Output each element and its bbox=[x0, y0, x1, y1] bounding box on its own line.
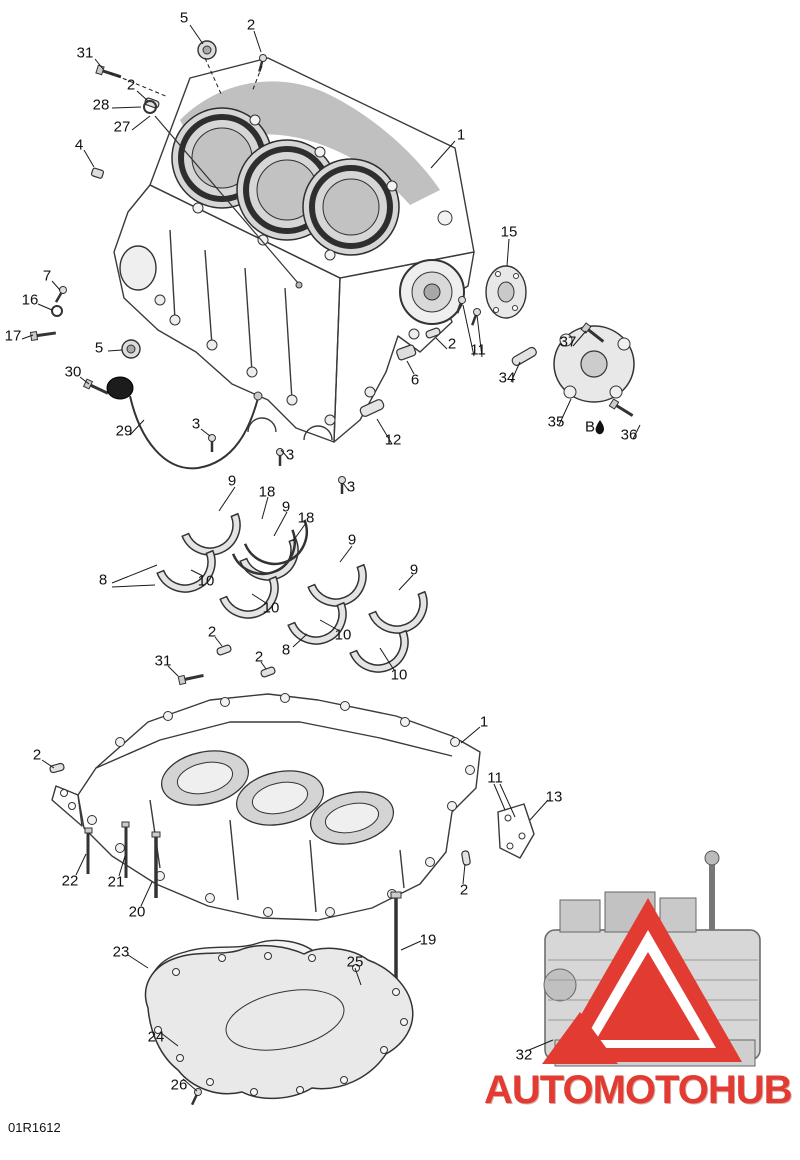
callout-18: 18 bbox=[258, 483, 276, 501]
callout-11: 11 bbox=[470, 341, 486, 359]
lower-hardware-art bbox=[48, 762, 535, 1004]
callout-8: 8 bbox=[98, 571, 108, 589]
callout-20: 20 bbox=[128, 903, 146, 921]
oil-pan-art bbox=[144, 939, 414, 1108]
sensor-part bbox=[106, 376, 134, 400]
leader-lines bbox=[21, 24, 641, 1092]
callout-31: 31 bbox=[76, 44, 94, 62]
callout-22: 22 bbox=[61, 872, 79, 890]
bearing-shells-art bbox=[156, 513, 437, 682]
callout-35: 35 bbox=[547, 413, 565, 431]
callout-31: 31 bbox=[154, 652, 172, 670]
callout-7: 7 bbox=[42, 267, 52, 285]
callout-17: 17 bbox=[4, 327, 22, 345]
callout-28: 28 bbox=[92, 96, 110, 114]
callout-18: 18 bbox=[297, 509, 315, 527]
callout-6: 6 bbox=[410, 371, 420, 389]
callout-1: 1 bbox=[479, 713, 489, 731]
lower-crankcase-art bbox=[51, 693, 481, 921]
callout-11: 11 bbox=[487, 769, 503, 787]
callout-29: 29 bbox=[115, 422, 133, 440]
callout-2: 2 bbox=[32, 746, 42, 764]
callout-32: 32 bbox=[515, 1046, 533, 1064]
callout-3: 3 bbox=[191, 415, 201, 433]
callout-3: 3 bbox=[285, 446, 295, 464]
callout-2: 2 bbox=[207, 623, 217, 641]
callout-25: 25 bbox=[346, 953, 364, 971]
callout-2: 2 bbox=[126, 76, 136, 94]
oil-drop-icon bbox=[595, 420, 604, 435]
top-hardware-art bbox=[90, 40, 269, 179]
bracket-part bbox=[497, 803, 535, 859]
watermark-text: AUTOMOTOHUB bbox=[484, 1068, 793, 1112]
callout-34: 34 bbox=[498, 369, 516, 387]
callout-5: 5 bbox=[94, 339, 104, 357]
callout-4: 4 bbox=[74, 136, 84, 154]
callout-26: 26 bbox=[170, 1076, 188, 1094]
engine-assembly-art bbox=[542, 850, 761, 1067]
callout-10: 10 bbox=[334, 626, 352, 644]
callout-30: 30 bbox=[64, 363, 82, 381]
callout-37: 37 bbox=[559, 333, 577, 351]
callout-5: 5 bbox=[179, 9, 189, 27]
callout-12: 12 bbox=[384, 431, 402, 449]
callout-36: 36 bbox=[620, 426, 638, 444]
callout-B: B bbox=[584, 418, 596, 436]
callout-19: 19 bbox=[419, 931, 437, 949]
callout-3: 3 bbox=[346, 478, 356, 496]
callout-9: 9 bbox=[347, 531, 357, 549]
callout-9: 9 bbox=[227, 472, 237, 490]
callout-1: 1 bbox=[456, 126, 466, 144]
callout-23: 23 bbox=[112, 943, 130, 961]
oil-pan-part bbox=[144, 944, 414, 1100]
callout-13: 13 bbox=[545, 788, 563, 806]
callout-9: 9 bbox=[281, 498, 291, 516]
callout-9: 9 bbox=[409, 561, 419, 579]
callout-10: 10 bbox=[197, 572, 215, 590]
callout-2: 2 bbox=[447, 335, 457, 353]
callout-10: 10 bbox=[262, 599, 280, 617]
callout-21: 21 bbox=[107, 873, 125, 891]
left-hardware-art bbox=[28, 283, 263, 470]
callout-2: 2 bbox=[246, 16, 256, 34]
callout-2: 2 bbox=[254, 648, 264, 666]
upper-crankcase-art bbox=[113, 57, 475, 443]
callout-10: 10 bbox=[390, 666, 408, 684]
callout-24: 24 bbox=[147, 1028, 165, 1046]
logo-triangle-art bbox=[542, 898, 742, 1064]
callout-27: 27 bbox=[113, 118, 131, 136]
callout-8: 8 bbox=[281, 641, 291, 659]
callout-15: 15 bbox=[500, 223, 518, 241]
drawing-code: 01R1612 bbox=[8, 1120, 61, 1135]
mid-hardware-art bbox=[176, 433, 347, 687]
callout-16: 16 bbox=[21, 291, 39, 309]
callout-2: 2 bbox=[459, 881, 469, 899]
